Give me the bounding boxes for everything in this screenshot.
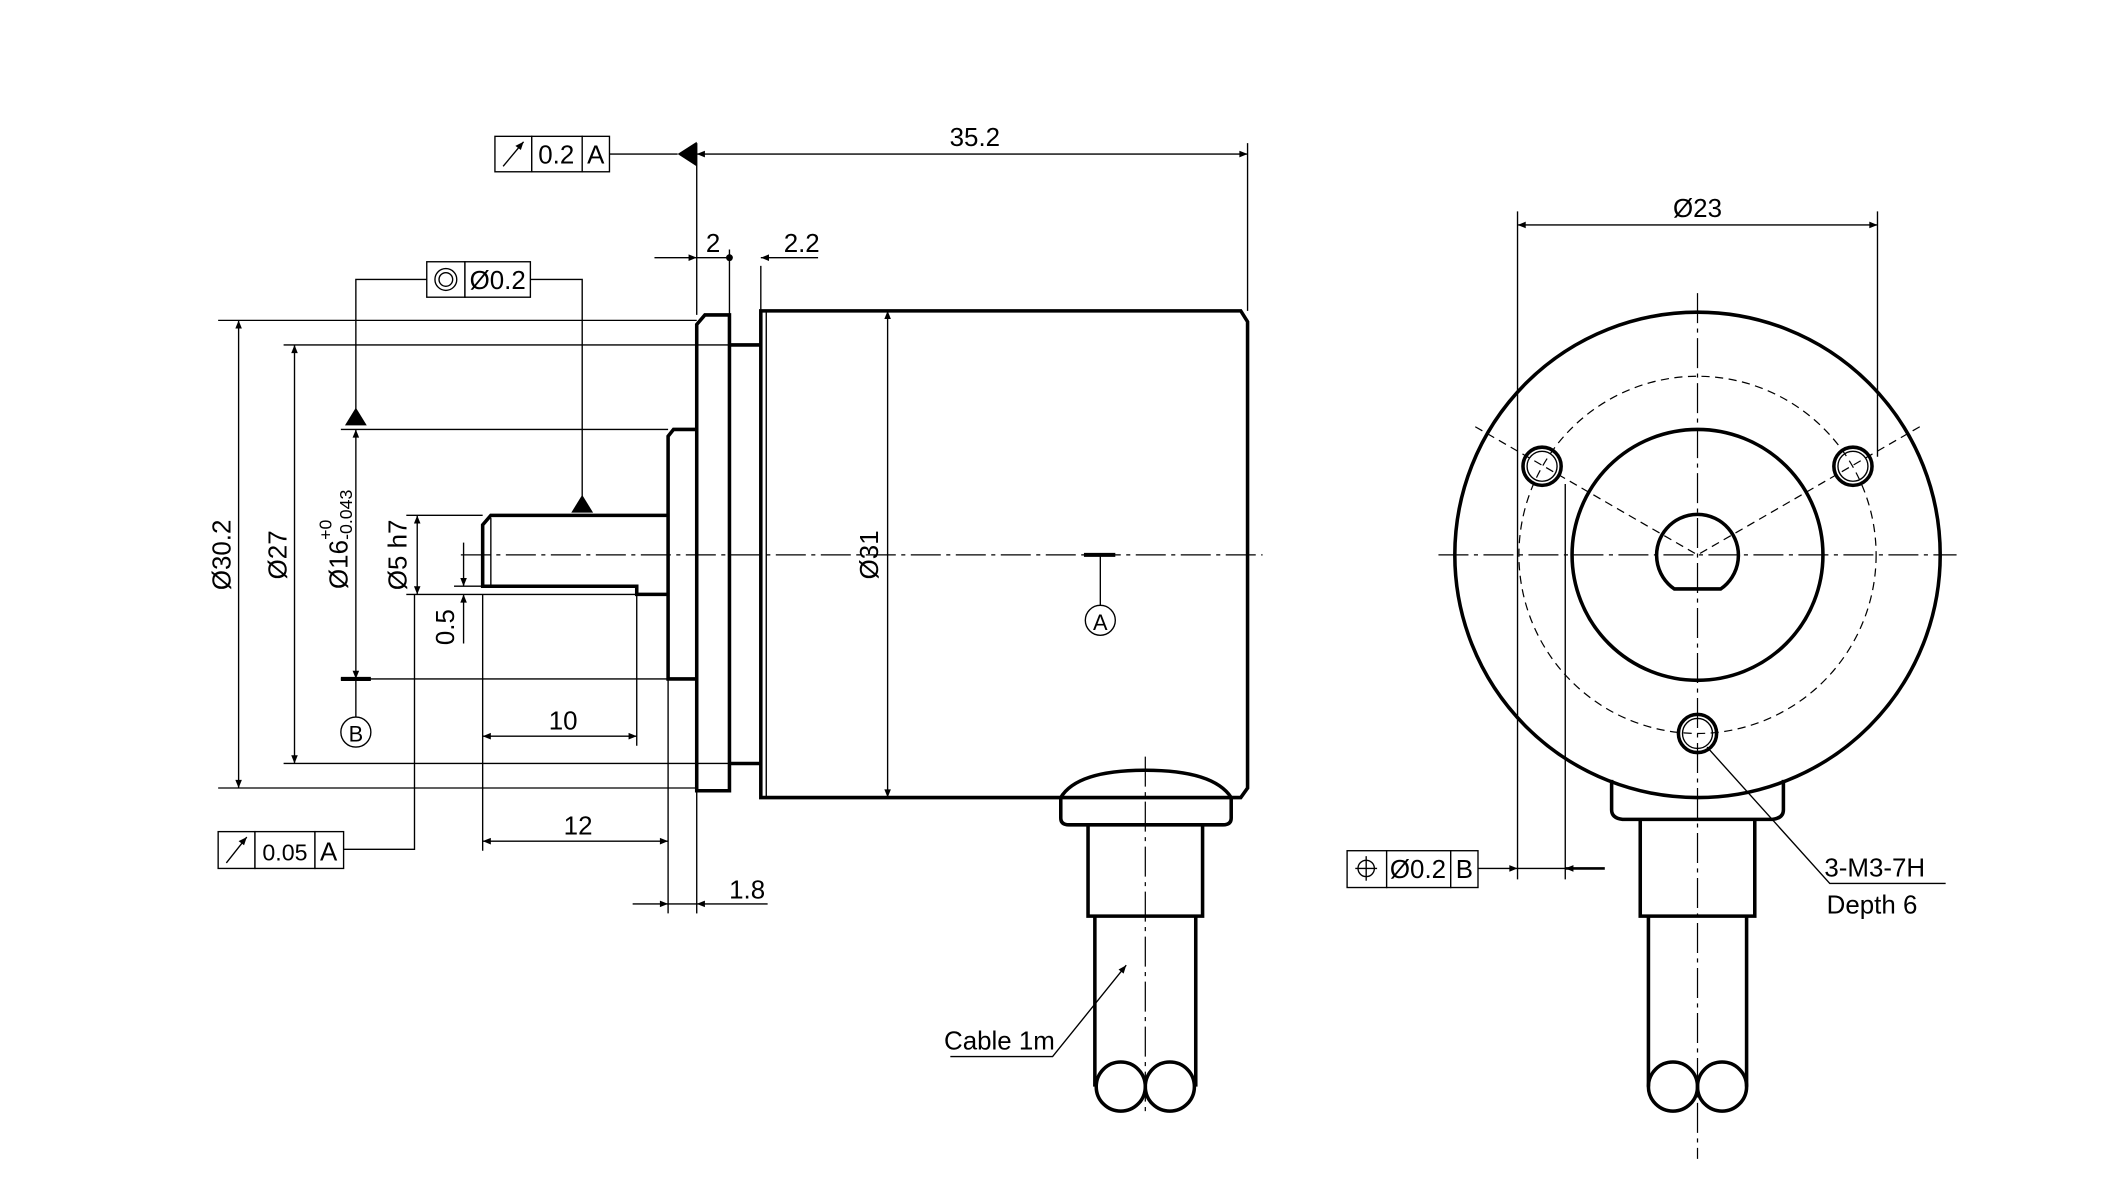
pilot-outline	[666, 427, 697, 681]
dim-overall-length-label: 35.2	[950, 124, 1000, 152]
cable-end-1	[1094, 1060, 1148, 1113]
dim-pilot-length: 1.8	[729, 876, 765, 904]
dim-flat-depth: 0.5	[432, 609, 460, 645]
cable	[1093, 916, 1198, 1087]
dim-flange-diameter-label: Ø30.2	[208, 520, 236, 591]
dim-pilot-tol-upper: +0	[315, 520, 335, 540]
datum-b-label: B	[349, 722, 364, 747]
concentricity-value: Ø0.2	[470, 267, 526, 295]
flange-outer-circle	[1453, 310, 1942, 800]
body-inner-circle	[1570, 427, 1825, 683]
concentricity-target-shaft	[571, 494, 594, 513]
position-icon	[1355, 856, 1378, 881]
datum-a-symbol	[1084, 604, 1116, 636]
mounting-hole-2	[1832, 445, 1874, 488]
front-view: Ø23 Ø0.2 B 3-M3-7H Depth 6	[1346, 195, 1957, 1159]
dim-step-diameter-label: Ø27	[264, 530, 292, 579]
dim-flange-thickness: 2	[706, 230, 720, 258]
position-datum: B	[1456, 856, 1473, 884]
dim-flat-length-label: 10	[549, 707, 578, 735]
position-value: Ø0.2	[1390, 856, 1446, 884]
cable-sleeve-front	[1638, 819, 1757, 918]
runout-flange-datum: A	[587, 142, 605, 170]
depth-note: Depth 6	[1827, 891, 1918, 919]
datum-b-symbol	[340, 716, 372, 748]
cable-note: Cable 1m	[944, 1028, 1055, 1056]
cable-gland	[1059, 797, 1233, 827]
cable-dome	[1059, 768, 1233, 799]
position-frame: Ø0.2 B	[1346, 850, 1479, 889]
dim-shaft-length-label: 12	[564, 812, 593, 840]
cable-end-2	[1143, 1060, 1197, 1113]
concentricity-icon	[434, 267, 458, 292]
mounting-hole-1	[1521, 445, 1563, 488]
shaft-section	[1654, 512, 1741, 591]
cable-front	[1646, 916, 1749, 1087]
bolt-circle	[1518, 375, 1877, 735]
dim-shaft-diameter-label: Ø5 h7	[384, 520, 412, 591]
datum-a-triangle	[677, 141, 697, 167]
concentricity-frame: Ø0.2	[426, 261, 532, 298]
body-outline	[759, 309, 1250, 800]
runout-flange-value: 0.2	[538, 142, 574, 170]
runout-frame-shaft: 0.05 A	[217, 830, 345, 870]
runout-frame-flange: 0.2 A	[494, 135, 611, 173]
mounting-hole-3	[1676, 712, 1719, 755]
concentricity-target-b	[344, 407, 367, 426]
dim-pilot-tol-lower: -0.043	[336, 489, 356, 539]
datum-a-label: A	[1093, 610, 1108, 635]
thread-note: 3-M3-7H	[1824, 855, 1925, 883]
dim-step-length: 2.2	[784, 230, 820, 258]
runout-shaft-value: 0.05	[262, 839, 307, 865]
dim-bolt-circle-label: Ø23	[1673, 195, 1722, 223]
flange-outline	[694, 313, 732, 793]
side-view: 35.2 0.2 A 2 2.2 Ø0.2 Ø30.2	[208, 124, 1263, 1116]
dim-pilot-diameter-label: Ø16	[326, 540, 354, 589]
runout-icon	[502, 141, 525, 167]
cable-boss	[1609, 779, 1786, 822]
flange-step	[729, 343, 761, 766]
runout-icon	[225, 836, 248, 864]
dim-body-diameter-label: Ø31	[856, 530, 884, 579]
runout-shaft-datum: A	[320, 838, 338, 866]
